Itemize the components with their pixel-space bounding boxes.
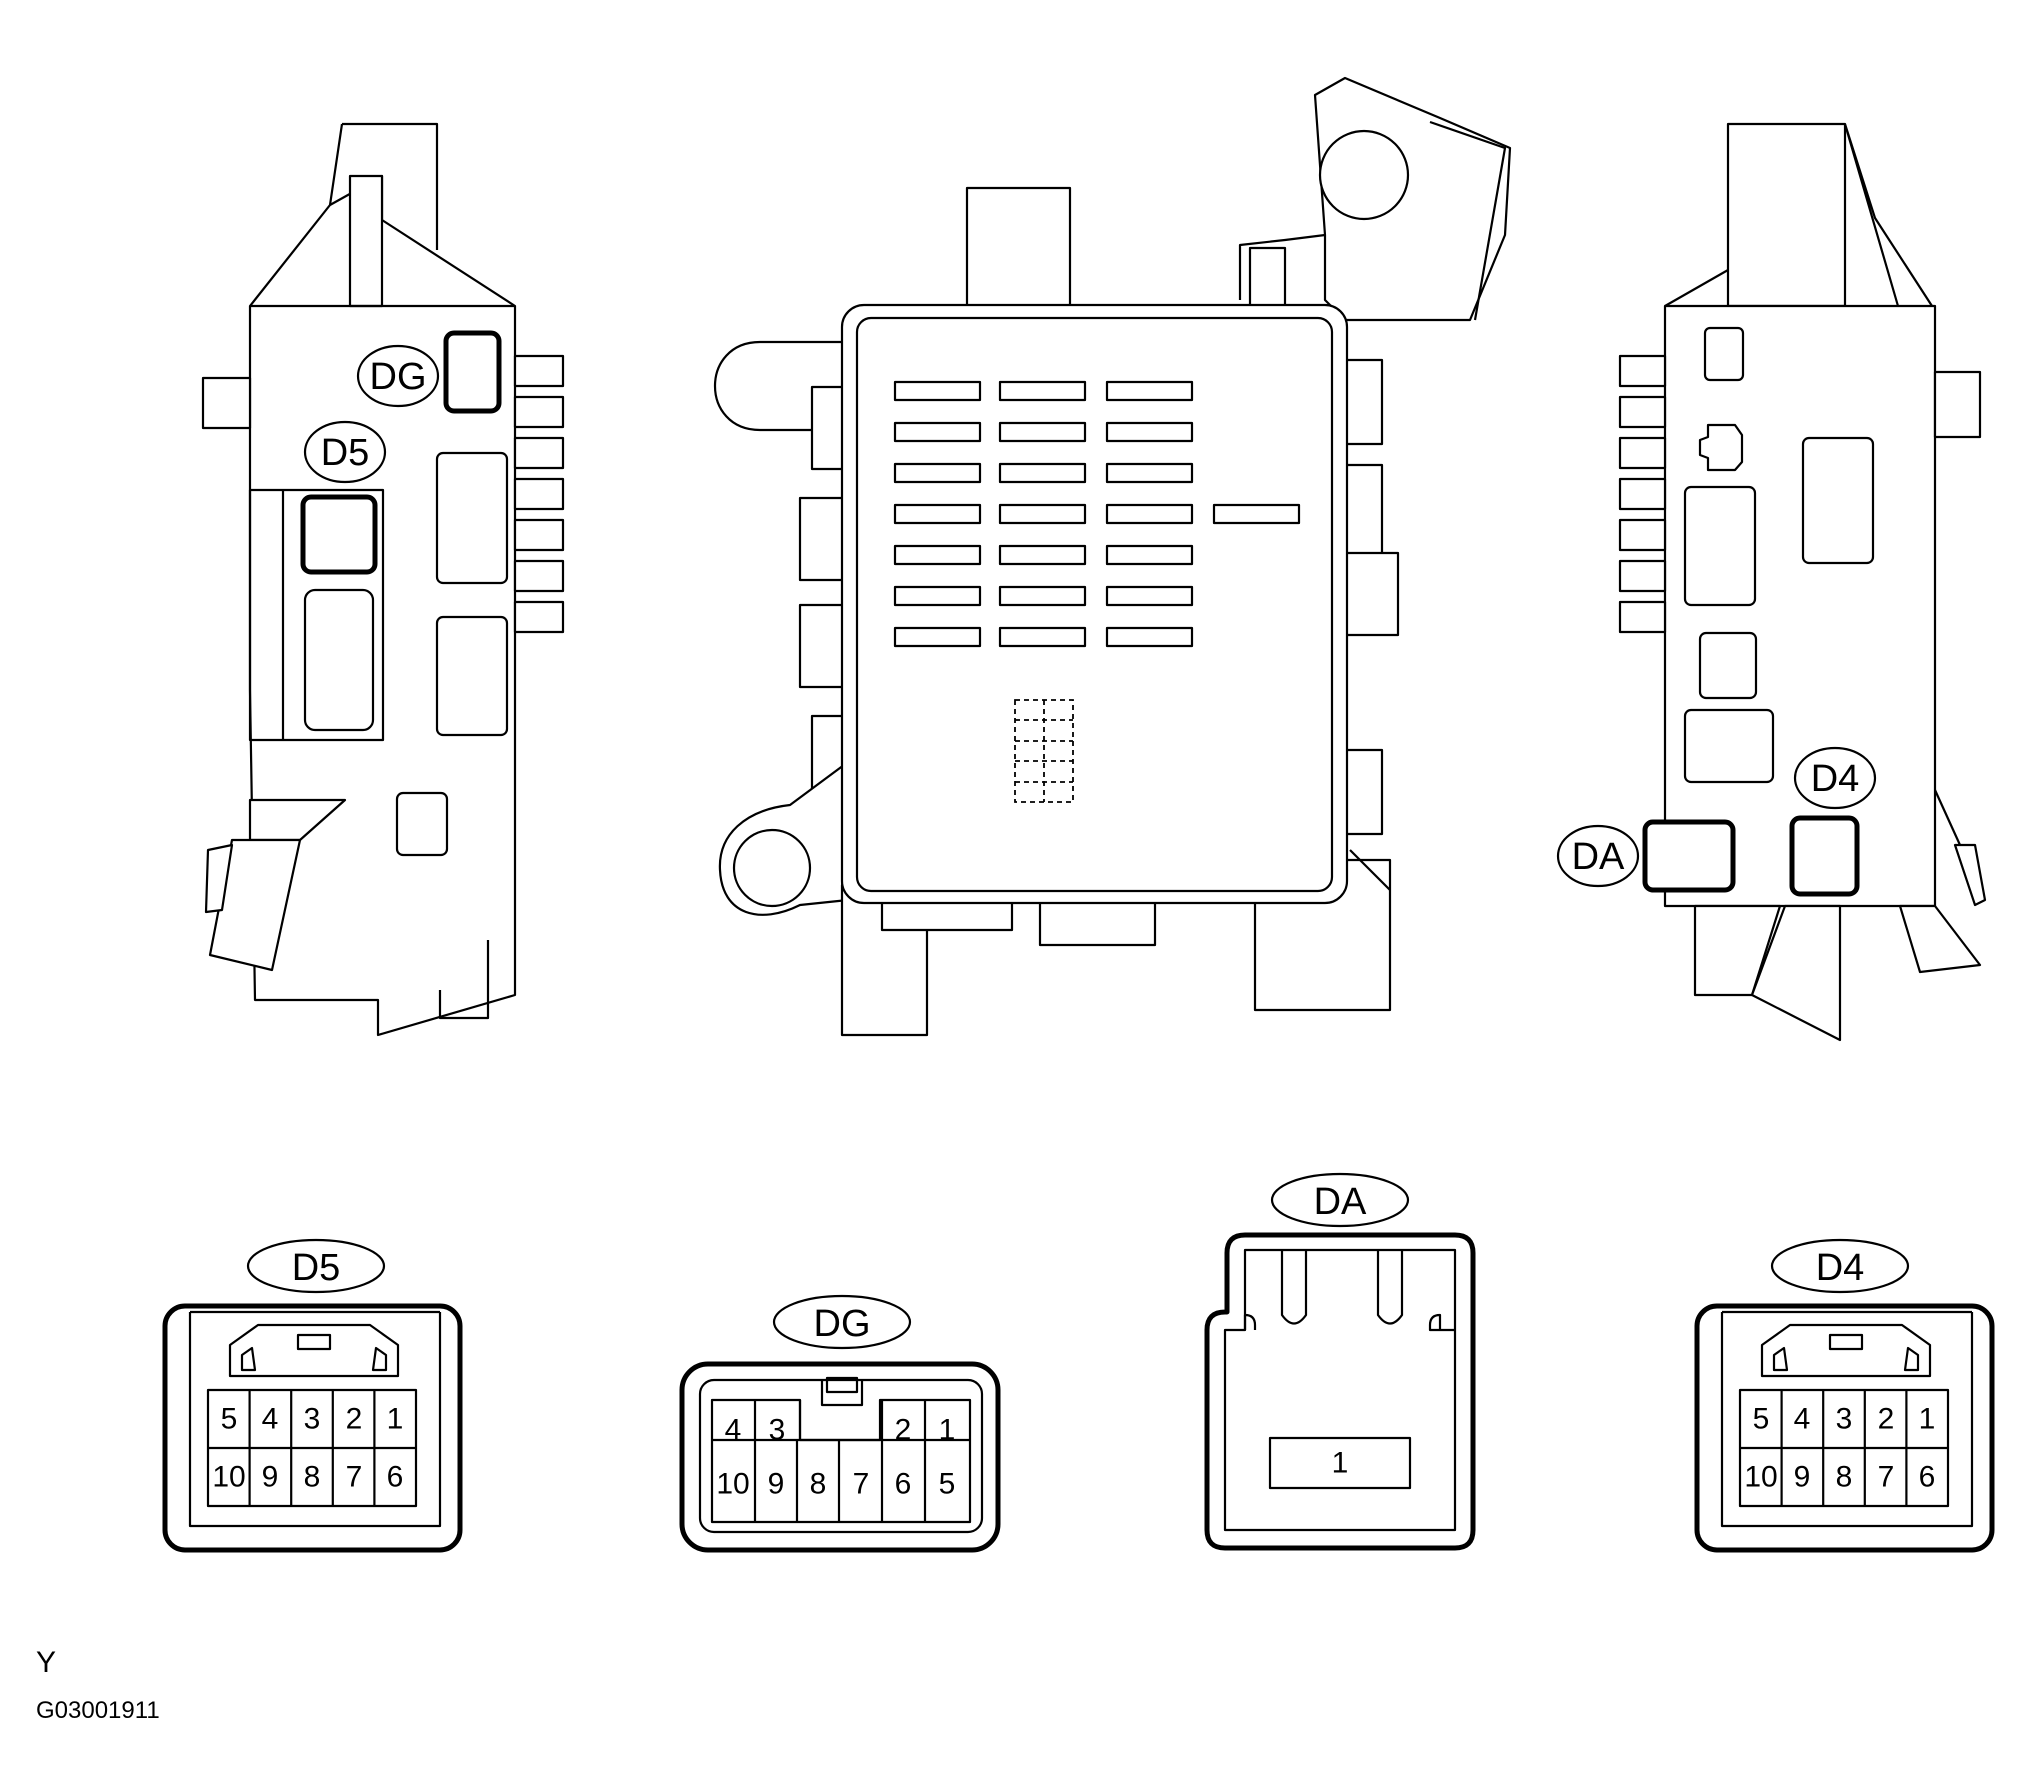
d4-pin-4: 4: [1794, 1403, 1811, 1436]
left-view-d5-label: D5: [321, 432, 370, 474]
d4-pin-10: 10: [1744, 1461, 1777, 1494]
footer-mark: Y: [36, 1646, 56, 1679]
dg-pin-5: 5: [939, 1468, 956, 1501]
connector-da-label: DA: [1314, 1181, 1367, 1223]
d5-pin-8: 8: [304, 1461, 321, 1494]
d4-pin-8: 8: [1836, 1461, 1853, 1494]
d4-pin-2: 2: [1878, 1403, 1895, 1436]
left-view-dg-label: DG: [370, 356, 427, 398]
connector-d4-face: D4 5 4 3 2 1 10 9 8 7 6: [1694, 1238, 1995, 1553]
right-side-view: D4 DA: [1556, 122, 1987, 1042]
right-view-da-label: DA: [1572, 836, 1625, 878]
d5-pin-7: 7: [346, 1461, 363, 1494]
dg-pin-7: 7: [853, 1468, 870, 1501]
connector-d5-label: D5: [292, 1247, 341, 1289]
dg-pin-1: 1: [939, 1414, 956, 1447]
d4-pin-3: 3: [1836, 1403, 1853, 1436]
connector-dg-label: DG: [814, 1303, 871, 1345]
dg-pin-6: 6: [895, 1468, 912, 1501]
d4-pin-6: 6: [1919, 1461, 1936, 1494]
dg-pin-8: 8: [810, 1468, 827, 1501]
dg-pin-10: 10: [716, 1468, 749, 1501]
left-side-view: DG D5: [201, 122, 565, 1037]
d5-pin-3: 3: [304, 1403, 321, 1436]
connector-da-face: DA 1: [1204, 1172, 1476, 1551]
d4-pin-7: 7: [1878, 1461, 1895, 1494]
da-pin-1: 1: [1332, 1447, 1349, 1480]
d5-pin-9: 9: [262, 1461, 279, 1494]
d5-pin-1: 1: [387, 1403, 404, 1436]
center-junction-block: [714, 76, 1512, 1037]
connector-dg-face: DG 4 3 2 1 10 9 8 7 6 5: [679, 1294, 1001, 1553]
dg-pin-4: 4: [725, 1414, 742, 1447]
d4-pin-9: 9: [1794, 1461, 1811, 1494]
fuse-slots: [893, 380, 1301, 648]
dg-pin-9: 9: [768, 1468, 785, 1501]
d5-pin-2: 2: [346, 1403, 363, 1436]
d5-pin-10: 10: [212, 1461, 245, 1494]
d5-pin-5: 5: [221, 1403, 238, 1436]
dg-pin-3: 3: [769, 1414, 786, 1447]
d4-pin-1: 1: [1919, 1403, 1936, 1436]
d5-pin-4: 4: [262, 1403, 279, 1436]
dg-pin-2: 2: [895, 1414, 912, 1447]
connector-d4-label: D4: [1816, 1247, 1865, 1289]
figure-code: G03001911: [36, 1697, 160, 1724]
d4-pin-5: 5: [1753, 1403, 1770, 1436]
spare-dashed-slots: [1014, 699, 1074, 803]
connector-d5-face: D5 5 4 3 2 1 10 9 8 7 6: [162, 1238, 463, 1553]
right-view-d4-label: D4: [1811, 758, 1860, 800]
d5-pin-6: 6: [387, 1461, 404, 1494]
